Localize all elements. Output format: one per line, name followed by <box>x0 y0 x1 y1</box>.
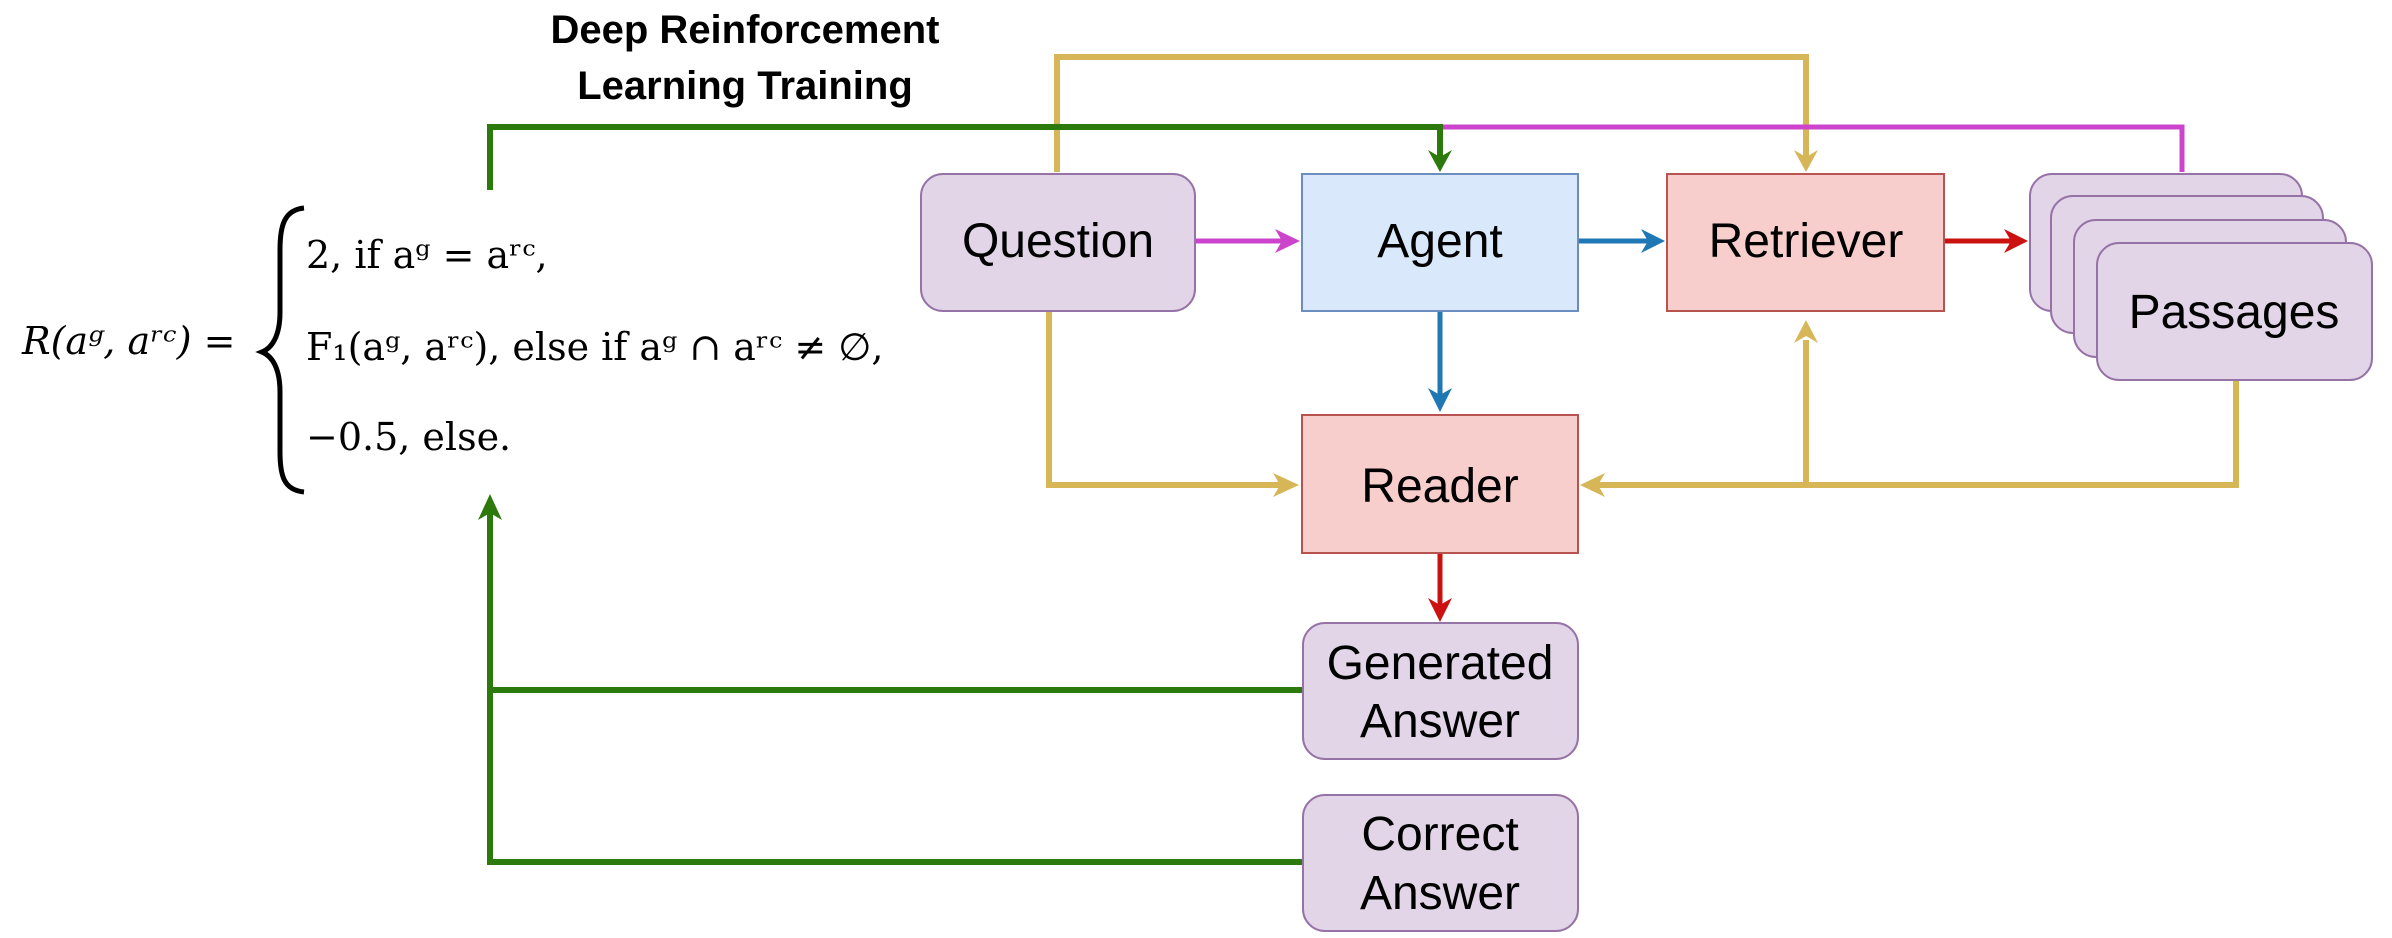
arrowhead-gold-reader-left <box>1273 473 1299 497</box>
node-generated-answer: Generated Answer <box>1302 622 1579 760</box>
node-passages-stack: Passages <box>2029 173 2373 381</box>
node-passages-label: Passages <box>2129 286 2340 339</box>
title-line2: Learning Training <box>577 64 913 108</box>
arrowhead-blue-retriever <box>1641 229 1665 253</box>
node-retriever-label: Retriever <box>1709 215 1904 268</box>
node-correct-answer-line1: Correct <box>1361 808 1518 861</box>
formula-case-2: F₁(aᵍ, aʳᶜ), else if aᵍ ∩ aʳᶜ ≠ ∅, <box>306 325 883 369</box>
edge-reward-to-agent <box>487 124 1443 190</box>
formula-lhs: R(aᵍ, aʳᶜ) = <box>21 319 235 363</box>
reward-formula: R(aᵍ, aʳᶜ) = 2, if aᵍ = aʳᶜ, F₁(aᵍ, aʳᶜ)… <box>21 205 883 495</box>
node-agent-label: Agent <box>1377 215 1502 268</box>
edge-generated-reward <box>487 510 1303 693</box>
arrowhead-green-formula <box>478 494 502 520</box>
arrowhead-gold-retriever-bottom <box>1794 320 1818 343</box>
formula-brace <box>255 205 305 495</box>
edge-correct-reward <box>487 690 1303 865</box>
arrowhead-red-generated <box>1428 598 1452 622</box>
node-retriever: Retriever <box>1666 173 1945 312</box>
edge-question-to-retriever <box>1054 54 1809 172</box>
edge-question-reader <box>1046 311 1285 488</box>
node-question-label: Question <box>962 215 1154 268</box>
formula-case-3: −0.5, else. <box>306 415 511 459</box>
node-correct-answer: Correct Answer <box>1302 794 1579 932</box>
edge-passages-reader <box>1596 380 2239 488</box>
node-reader: Reader <box>1301 414 1579 554</box>
formula-case-1: 2, if aᵍ = aʳᶜ, <box>306 233 548 277</box>
node-reader-label: Reader <box>1361 460 1518 513</box>
node-generated-answer-line1: Generated <box>1327 637 1554 690</box>
title-line1: Deep Reinforcement <box>551 8 940 52</box>
arrowhead-red-passages <box>2004 229 2028 253</box>
node-agent: Agent <box>1301 173 1579 312</box>
node-generated-answer-line2: Answer <box>1360 695 1520 748</box>
arrowhead-green-agent-top <box>1428 150 1452 172</box>
arrowhead-magenta-agent <box>1275 229 1300 253</box>
edge-passages-to-agent <box>1440 124 2185 172</box>
node-question: Question <box>920 173 1196 312</box>
node-correct-answer-line2: Answer <box>1360 867 1520 920</box>
arrowhead-gold-reader-right <box>1580 473 1605 497</box>
arrowhead-blue-reader <box>1428 388 1452 412</box>
arrowhead-gold-retriever-top <box>1794 150 1818 172</box>
